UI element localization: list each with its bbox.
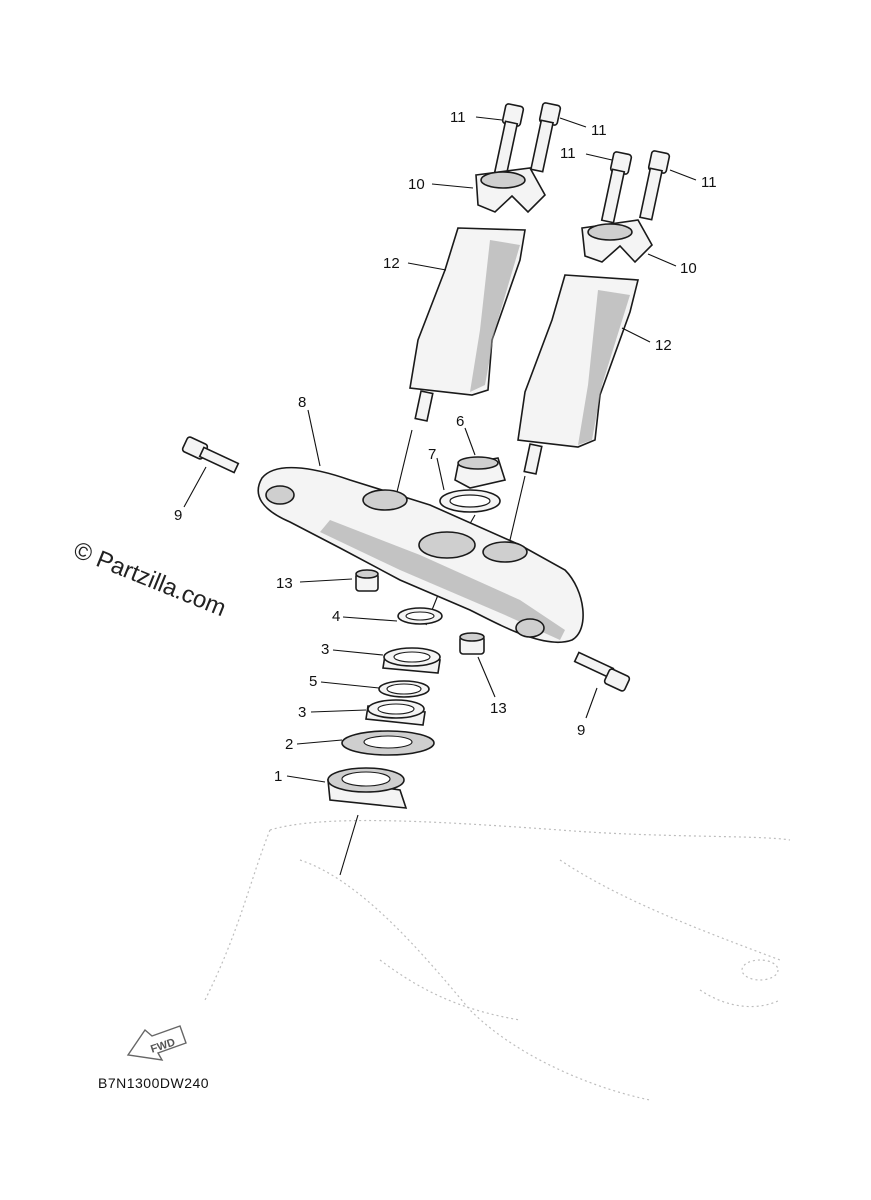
callout-11: 11 (560, 145, 576, 162)
bolt-11-a (493, 103, 525, 176)
callout-3: 3 (321, 641, 329, 658)
callout-2: 2 (285, 736, 293, 753)
callout-9: 9 (577, 722, 585, 739)
bolt-11-d (638, 150, 671, 221)
pinch-bolt-9-a (181, 436, 240, 474)
callout-11: 11 (591, 122, 607, 139)
washer-7 (439, 489, 501, 513)
callout-3: 3 (298, 704, 306, 721)
callout-12: 12 (383, 255, 400, 272)
fwd-arrow-icon: FWD (126, 1025, 187, 1061)
callout-7: 7 (428, 446, 436, 463)
watermark-text: © Partzilla.com (70, 537, 230, 623)
seal-5 (378, 680, 430, 698)
callout-4: 4 (332, 608, 340, 625)
diagram-code: B7N1300DW240 (98, 1075, 209, 1091)
pinch-bolt-9-b (573, 651, 631, 692)
callout-11: 11 (450, 109, 466, 126)
callout-1: 1 (274, 768, 282, 785)
callout-9: 9 (174, 507, 182, 524)
callout-12: 12 (655, 337, 672, 354)
callout-10: 10 (680, 260, 697, 277)
callout-11: 11 (701, 174, 717, 191)
bearing-3-upper (382, 647, 441, 674)
handlebar-cap-10-b (581, 219, 653, 264)
callout-5: 5 (309, 673, 317, 690)
bolt-11-c (600, 151, 633, 224)
collar-13-b (459, 632, 485, 655)
callout-6: 6 (456, 413, 464, 430)
callout-8: 8 (298, 394, 306, 411)
callout-numbers: 11 11 11 11 10 10 12 12 8 6 7 9 13 4 3 5… (174, 109, 717, 785)
handlebar-riser-12-b (517, 274, 640, 475)
collar-13-a (355, 569, 379, 592)
steering-nut-6 (454, 456, 507, 489)
callout-13: 13 (490, 700, 507, 717)
bearing-3-lower (365, 699, 426, 726)
bolt-11-b (529, 102, 562, 173)
frame-ghost-outline (204, 819, 791, 1101)
race-1 (327, 767, 408, 809)
handlebar-cap-10-a (475, 167, 546, 214)
callout-10: 10 (408, 176, 425, 193)
washer-4 (397, 607, 443, 625)
callout-13: 13 (276, 575, 293, 592)
upper-bracket-8 (257, 466, 584, 644)
callout-leaders (183, 116, 697, 783)
handlebar-riser-12-a (409, 227, 526, 422)
dust-seal-2 (341, 730, 435, 756)
